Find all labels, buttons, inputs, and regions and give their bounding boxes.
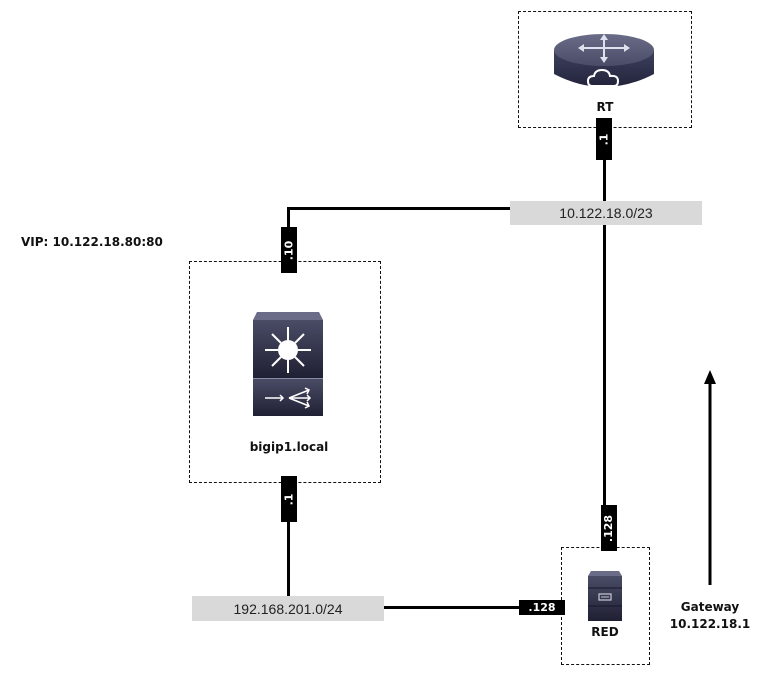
wire-red-external xyxy=(603,225,606,505)
router-cloud-icon xyxy=(554,34,654,87)
red-int-interface-tag: .128 xyxy=(519,600,565,615)
bigip-ext-interface-tag: .10 xyxy=(281,227,297,273)
wire-bigip-internal xyxy=(287,522,290,597)
wire-red-internal xyxy=(384,606,520,609)
arrow-up-icon xyxy=(704,370,716,585)
server-icon xyxy=(588,571,622,621)
red-ext-interface-tag: .128 xyxy=(601,505,617,551)
gateway-title: Gateway xyxy=(680,600,740,614)
wire-router-external xyxy=(603,160,606,202)
bigip-int-interface-tag: .1 xyxy=(281,476,297,522)
wire-bigip-external-horizontal xyxy=(287,207,510,210)
network-external-bar[interactable]: 10.122.18.0/23 xyxy=(510,201,702,225)
router-ext-interface-tag: .1 xyxy=(596,118,612,160)
bigip-label: bigip1.local xyxy=(249,440,329,454)
network-external-cidr: 10.122.18.0/23 xyxy=(559,205,653,221)
wire-bigip-external-vertical xyxy=(287,207,290,229)
network-internal-bar[interactable]: 192.168.201.0/24 xyxy=(192,596,384,621)
gateway-ip: 10.122.18.1 xyxy=(669,617,751,631)
network-internal-cidr: 192.168.201.0/24 xyxy=(233,600,343,617)
red-label: RED xyxy=(591,625,619,639)
load-balancer-icon xyxy=(253,312,323,416)
router-label: RT xyxy=(596,100,614,114)
vip-label: VIP: 10.122.18.80:80 xyxy=(21,235,163,249)
